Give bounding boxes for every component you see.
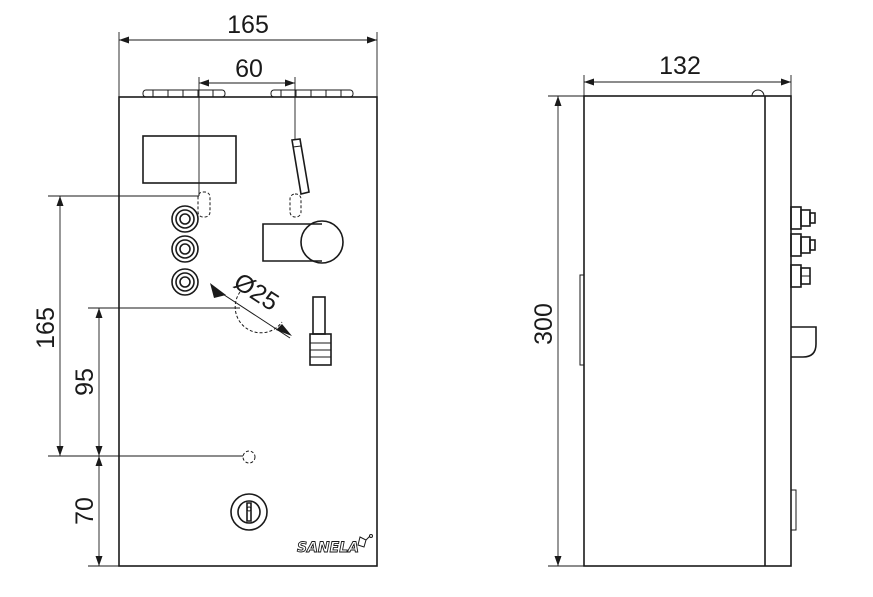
key-lock bbox=[230, 493, 268, 531]
side-fitting-bottom bbox=[790, 264, 811, 288]
side-body-outline bbox=[583, 95, 792, 567]
side-top-knob bbox=[751, 89, 765, 97]
dim-165-width-label: 165 bbox=[227, 11, 269, 39]
lever-bottom bbox=[309, 296, 332, 366]
side-fitting-middle bbox=[790, 233, 816, 257]
side-hinge bbox=[579, 274, 585, 366]
dim-132-label: 132 bbox=[659, 52, 701, 80]
dim-60-label: 60 bbox=[235, 55, 263, 83]
front-panel-outline bbox=[118, 96, 378, 567]
hole-25-arrow-left bbox=[210, 283, 226, 298]
svg-text:SANELA: SANELA bbox=[297, 540, 359, 556]
dim-300-label: 300 bbox=[530, 303, 558, 345]
dim-95-label: 95 bbox=[71, 368, 99, 396]
top-valve-left bbox=[142, 89, 226, 98]
lever-top bbox=[289, 138, 310, 218]
drain-hole bbox=[242, 450, 256, 464]
brand-logo: SANELA bbox=[297, 534, 373, 556]
brand-bee-icon bbox=[357, 535, 371, 548]
side-view: 132 300 bbox=[530, 52, 817, 567]
front-view: Ø25 SANELA 165 bbox=[32, 11, 378, 567]
mounting-bracket bbox=[262, 220, 344, 264]
top-valve-right bbox=[270, 89, 354, 98]
hole-25-arrow-right bbox=[276, 324, 292, 336]
side-bottom-tab bbox=[790, 489, 797, 531]
dim-70-label: 70 bbox=[71, 497, 99, 525]
dim-165-vert-label: 165 bbox=[32, 307, 60, 349]
hole-25-label: Ø25 bbox=[229, 268, 284, 317]
hole-25-outline bbox=[234, 291, 283, 334]
side-lever-bracket bbox=[791, 326, 817, 358]
nut-stack bbox=[171, 191, 211, 296]
side-fitting-top bbox=[790, 206, 816, 230]
display-window bbox=[142, 135, 237, 184]
